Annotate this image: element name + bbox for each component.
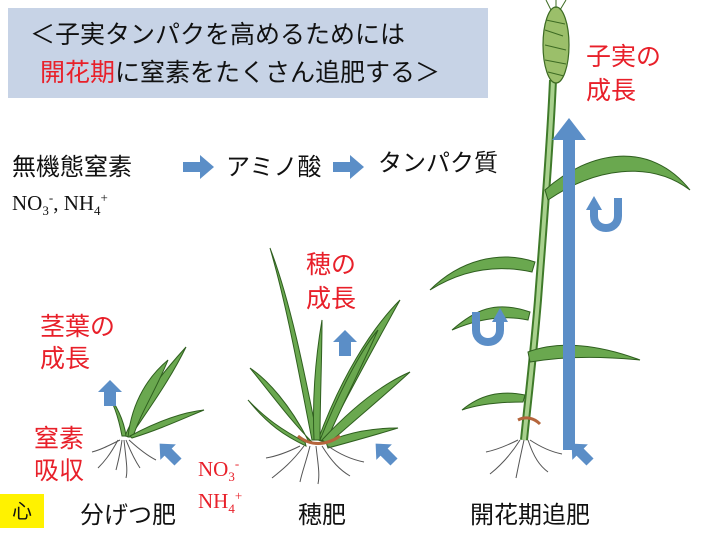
title-highlight: 開花期 [40, 58, 116, 87]
ion-no3-sub: 3 [228, 469, 235, 485]
ion-nh4-sup: + [234, 488, 243, 503]
stage-tillering: 分げつ肥 [80, 501, 176, 529]
flow-step-formula: NO3-, NH4+ [12, 186, 108, 223]
formula-nh4-sup: + [100, 190, 108, 205]
flow-step-inorganic-nitrogen: 無機態窒素 [12, 153, 132, 181]
formula-no3: NO [12, 191, 43, 215]
ion-no3-sup: - [234, 456, 240, 471]
u-turn-arrow-icon [586, 196, 622, 232]
plant-panicle [247, 247, 411, 485]
diagonal-arrow-icon [375, 443, 398, 466]
label-stem-leaf-growth-1: 茎葉の [40, 312, 116, 341]
formula-nh4-sub: 4 [94, 203, 101, 219]
label-grain-growth-1: 子実の [586, 42, 662, 71]
flow-step-protein: タンパク質 [378, 149, 498, 177]
formula-no3-sub: 3 [42, 203, 49, 219]
stage-panicle: 穂肥 [298, 501, 346, 529]
label-ear-growth-2: 成長 [306, 284, 357, 313]
plant-tillering [91, 346, 205, 479]
title-line-1: ＜子実タンパクを高めるためには [30, 20, 406, 49]
formula-separator: , [53, 191, 64, 215]
up-arrow-icon [333, 330, 357, 356]
label-stem-leaf-growth-2: 成長 [40, 344, 91, 373]
ion-no3: NO3- [198, 452, 239, 489]
flow-step-amino-acid: アミノ酸 [226, 153, 322, 181]
plant-flowering [429, 0, 691, 479]
up-arrow-icon [552, 118, 586, 450]
title-line-2: 開花期に窒素をたくさん追肥する＞ [40, 58, 440, 88]
ion-nh4: NH4+ [198, 484, 242, 521]
ion-nh4-sub: 4 [228, 501, 235, 517]
formula-nh4: NH [63, 191, 95, 215]
corner-tag: 心 [0, 494, 44, 528]
label-ear-growth-1: 穂の [306, 250, 357, 279]
right-arrow-icon [183, 155, 214, 179]
diagonal-arrow-icon [571, 443, 594, 466]
label-nitrogen-uptake-2: 吸収 [34, 456, 85, 485]
label-nitrogen-uptake-1: 窒素 [34, 424, 85, 453]
label-grain-growth-2: 成長 [586, 76, 637, 105]
title-box: ＜子実タンパクを高めるためには 開花期に窒素をたくさん追肥する＞ [8, 8, 488, 98]
u-turn-arrow-icon [472, 308, 508, 346]
diagonal-arrow-icon [159, 443, 182, 466]
up-arrow-icon [98, 380, 122, 406]
title-line-2-rest: に窒素をたくさん追肥する＞ [115, 58, 441, 87]
formula-no3-sup: - [48, 190, 54, 205]
ion-nh4-text: NH [198, 489, 229, 513]
right-arrow-icon [333, 155, 364, 179]
ion-no3-text: NO [198, 457, 229, 481]
stage-flowering: 開花期追肥 [470, 501, 590, 529]
wheat-ear [542, 0, 570, 84]
